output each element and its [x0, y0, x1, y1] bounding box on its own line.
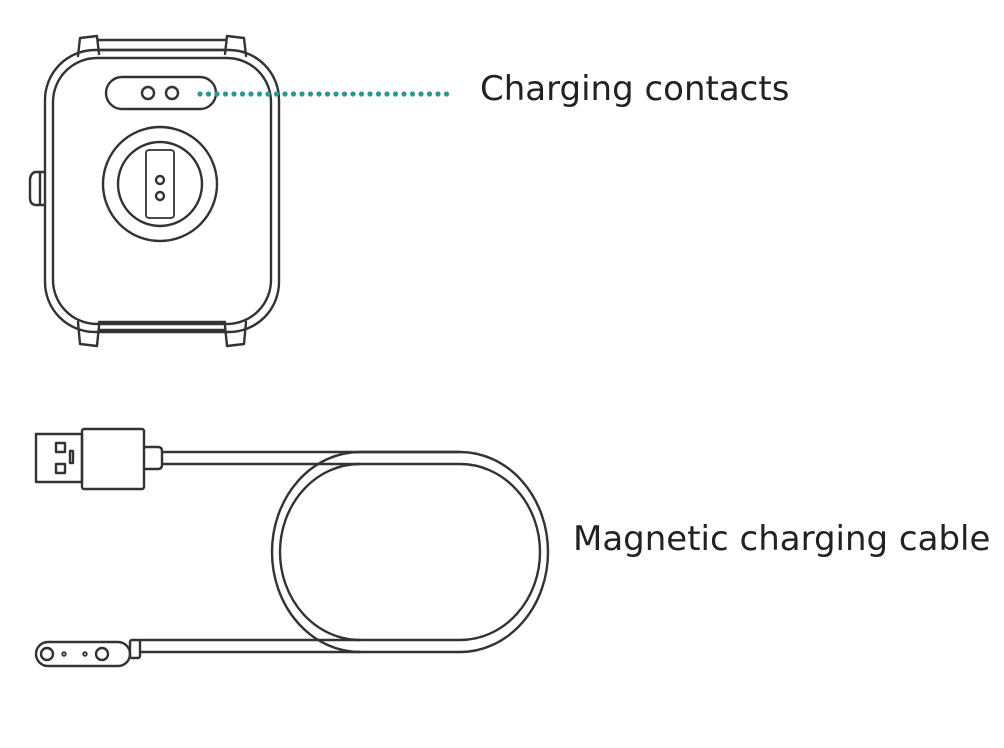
leader-dot [392, 91, 399, 97]
usb-pin-mid [68, 449, 75, 465]
leader-dot [265, 91, 271, 97]
leader-dot [307, 91, 314, 97]
usb-strain-relief [142, 445, 164, 471]
contact-pin-right [164, 85, 180, 101]
leader-dot [239, 91, 246, 97]
sensor-ring-outer [101, 125, 219, 243]
watch-case-inner [51, 56, 273, 326]
leader-dot [341, 91, 348, 97]
leader-dot [443, 91, 450, 97]
leader-dot [435, 91, 441, 97]
leader-dot [256, 91, 263, 97]
leader-dot [324, 91, 331, 97]
usb-plug-icon [34, 427, 164, 491]
leader-dot [409, 91, 416, 97]
leader-dot [248, 91, 254, 97]
connector-pin-left [61, 651, 67, 657]
usb-housing [80, 427, 146, 491]
leader-dot [231, 91, 237, 97]
leader-dot [384, 91, 390, 97]
leader-dot [299, 91, 305, 97]
usb-metal-shell [34, 432, 84, 484]
watch-crown [28, 170, 47, 207]
leader-dot [367, 91, 373, 97]
leader-dot [214, 91, 220, 97]
leader-dot [197, 91, 203, 97]
leader-line-charging-contacts [197, 91, 450, 97]
leader-dot [350, 91, 356, 97]
label-charging-contacts: Charging contacts [480, 69, 790, 109]
leader-dot [273, 91, 280, 97]
leader-dot [282, 91, 288, 97]
leader-dot [316, 91, 322, 97]
contact-pin-left [140, 85, 156, 101]
leader-dot [358, 91, 365, 97]
leader-dot [426, 91, 433, 97]
leader-dot [333, 91, 339, 97]
sensor-dot-bottom [154, 190, 166, 202]
sensor-ring-inner [116, 140, 204, 228]
connector-pin-right [82, 651, 88, 657]
usb-pin-bottom [54, 462, 67, 475]
magnetic-connector-icon [34, 638, 142, 668]
leader-dot [205, 91, 212, 97]
leader-dot [222, 91, 229, 97]
cable-coil [138, 450, 550, 654]
leader-dot [401, 91, 407, 97]
connector-end-right [94, 646, 110, 662]
sensor-window [145, 149, 175, 219]
leader-dot [375, 91, 382, 97]
connector-end-left [39, 646, 55, 662]
usb-pin-top [54, 441, 67, 454]
watch-case-outer [43, 48, 281, 334]
leader-dot [290, 91, 297, 97]
connector-neck [128, 638, 142, 660]
label-magnetic-charging-cable: Magnetic charging cable [573, 519, 991, 559]
leader-dot [418, 91, 424, 97]
sensor-dot-top [154, 174, 166, 186]
smartwatch-back-icon [28, 34, 281, 348]
